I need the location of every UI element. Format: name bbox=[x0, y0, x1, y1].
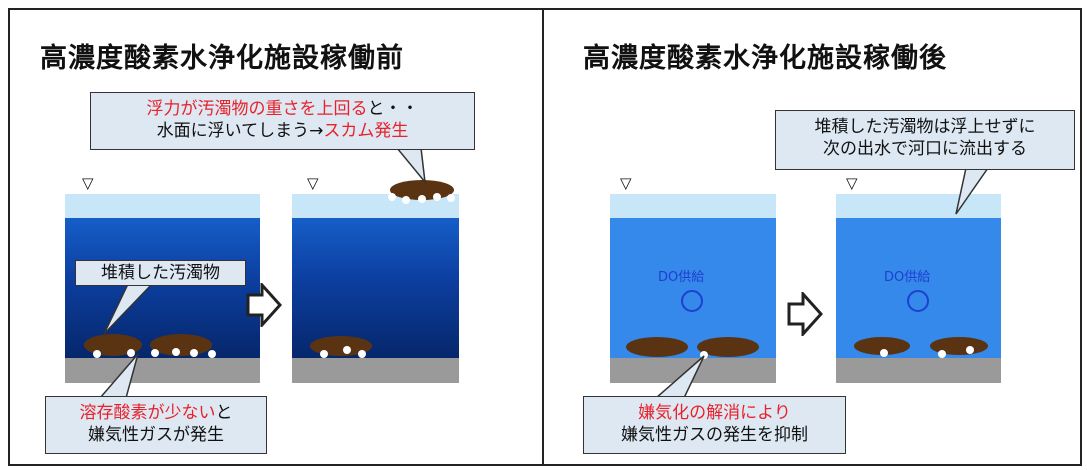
gas-bubble bbox=[447, 194, 455, 202]
callout-sediment-text: 堆積した汚濁物 bbox=[101, 263, 220, 283]
gas-bubble bbox=[358, 350, 366, 358]
callout-scum: 浮力が汚濁物の重さを上回ると・・ 水面に浮いてしまう→スカム発生 bbox=[90, 92, 475, 150]
gas-bubble bbox=[208, 350, 216, 358]
callout-oxygen-line1-black: と bbox=[215, 403, 233, 423]
riverbed bbox=[65, 358, 260, 383]
oxygen-circle-icon bbox=[907, 290, 929, 312]
gas-bubble bbox=[127, 349, 135, 357]
callout-oxygen-line2: 嫌気性ガスが発生 bbox=[88, 425, 224, 445]
riverbed bbox=[292, 358, 459, 383]
callout-pointer bbox=[654, 355, 705, 399]
gas-bubble bbox=[388, 193, 396, 201]
callout-oxygen: 溶存酸素が少ないと 嫌気性ガスが発生 bbox=[45, 396, 267, 454]
callout-pointer bbox=[955, 168, 989, 215]
sediment-mound bbox=[150, 334, 212, 356]
callout-resolve-line2: 嫌気性ガスの発生を抑制 bbox=[621, 425, 808, 445]
callout-pointer bbox=[98, 353, 139, 399]
sediment-mound bbox=[854, 337, 910, 355]
gas-bubble bbox=[172, 348, 180, 356]
callout-oxygen-line1-red: 溶存酸素が少ない bbox=[79, 403, 216, 423]
callout-scum-line2-red: スカム発生 bbox=[323, 121, 409, 141]
after-title: 高濃度酸素水浄化施設稼働後 bbox=[583, 43, 947, 74]
callout-outflow-line1: 堆積した汚濁物は浮上せずに bbox=[814, 117, 1036, 137]
outer-frame bbox=[8, 8, 1082, 466]
sediment-mound bbox=[697, 337, 759, 357]
gas-bubble bbox=[966, 346, 974, 354]
oxygen-circle-icon bbox=[681, 290, 703, 312]
water-surface bbox=[65, 194, 260, 218]
callout-scum-line2-black: 水面に浮いてしまう→ bbox=[156, 121, 324, 141]
water-level-marker: ▽ bbox=[307, 174, 319, 192]
gas-bubble bbox=[93, 350, 101, 358]
callout-resolve-line1: 嫌気化の解消により bbox=[638, 403, 791, 423]
panel-divider bbox=[542, 8, 544, 466]
water-surface bbox=[610, 194, 776, 218]
gas-bubble bbox=[320, 350, 328, 358]
right-arrow-icon bbox=[246, 283, 282, 327]
gas-bubble bbox=[433, 193, 441, 201]
gas-bubble bbox=[343, 346, 351, 354]
after-tank-2 bbox=[836, 194, 1001, 383]
callout-pointer bbox=[396, 148, 426, 184]
do-supply-label: DO供給 bbox=[658, 270, 705, 285]
gas-bubble bbox=[190, 349, 198, 357]
gas-bubble bbox=[880, 349, 888, 357]
gas-bubble bbox=[402, 196, 410, 204]
callout-outflow-line2: 次の出水で河口に流出する bbox=[823, 139, 1027, 159]
callout-scum-line1-red: 浮力が汚濁物の重さを上回る bbox=[146, 99, 368, 119]
callout-scum-line1-black: と・・ bbox=[367, 99, 419, 119]
callout-resolve: 嫌気化の解消により 嫌気性ガスの発生を抑制 bbox=[583, 396, 846, 454]
gas-bubble bbox=[151, 349, 159, 357]
right-arrow-icon bbox=[787, 292, 823, 336]
do-supply-label: DO供給 bbox=[884, 270, 931, 285]
before-title: 高濃度酸素水浄化施設稼働前 bbox=[40, 43, 404, 74]
water-surface bbox=[836, 194, 1001, 218]
sediment-mound bbox=[626, 337, 688, 357]
callout-outflow: 堆積した汚濁物は浮上せずに 次の出水で河口に流出する bbox=[775, 110, 1075, 170]
water-level-marker: ▽ bbox=[82, 174, 94, 192]
water-level-marker: ▽ bbox=[620, 174, 632, 192]
gas-bubble bbox=[700, 351, 708, 359]
riverbed bbox=[836, 358, 1001, 383]
water-level-marker: ▽ bbox=[846, 174, 858, 192]
gas-bubble bbox=[938, 350, 946, 358]
callout-pointer bbox=[103, 284, 154, 335]
callout-sediment: 堆積した汚濁物 bbox=[75, 260, 246, 286]
gas-bubble bbox=[418, 195, 426, 203]
before-tank-2 bbox=[292, 194, 459, 383]
